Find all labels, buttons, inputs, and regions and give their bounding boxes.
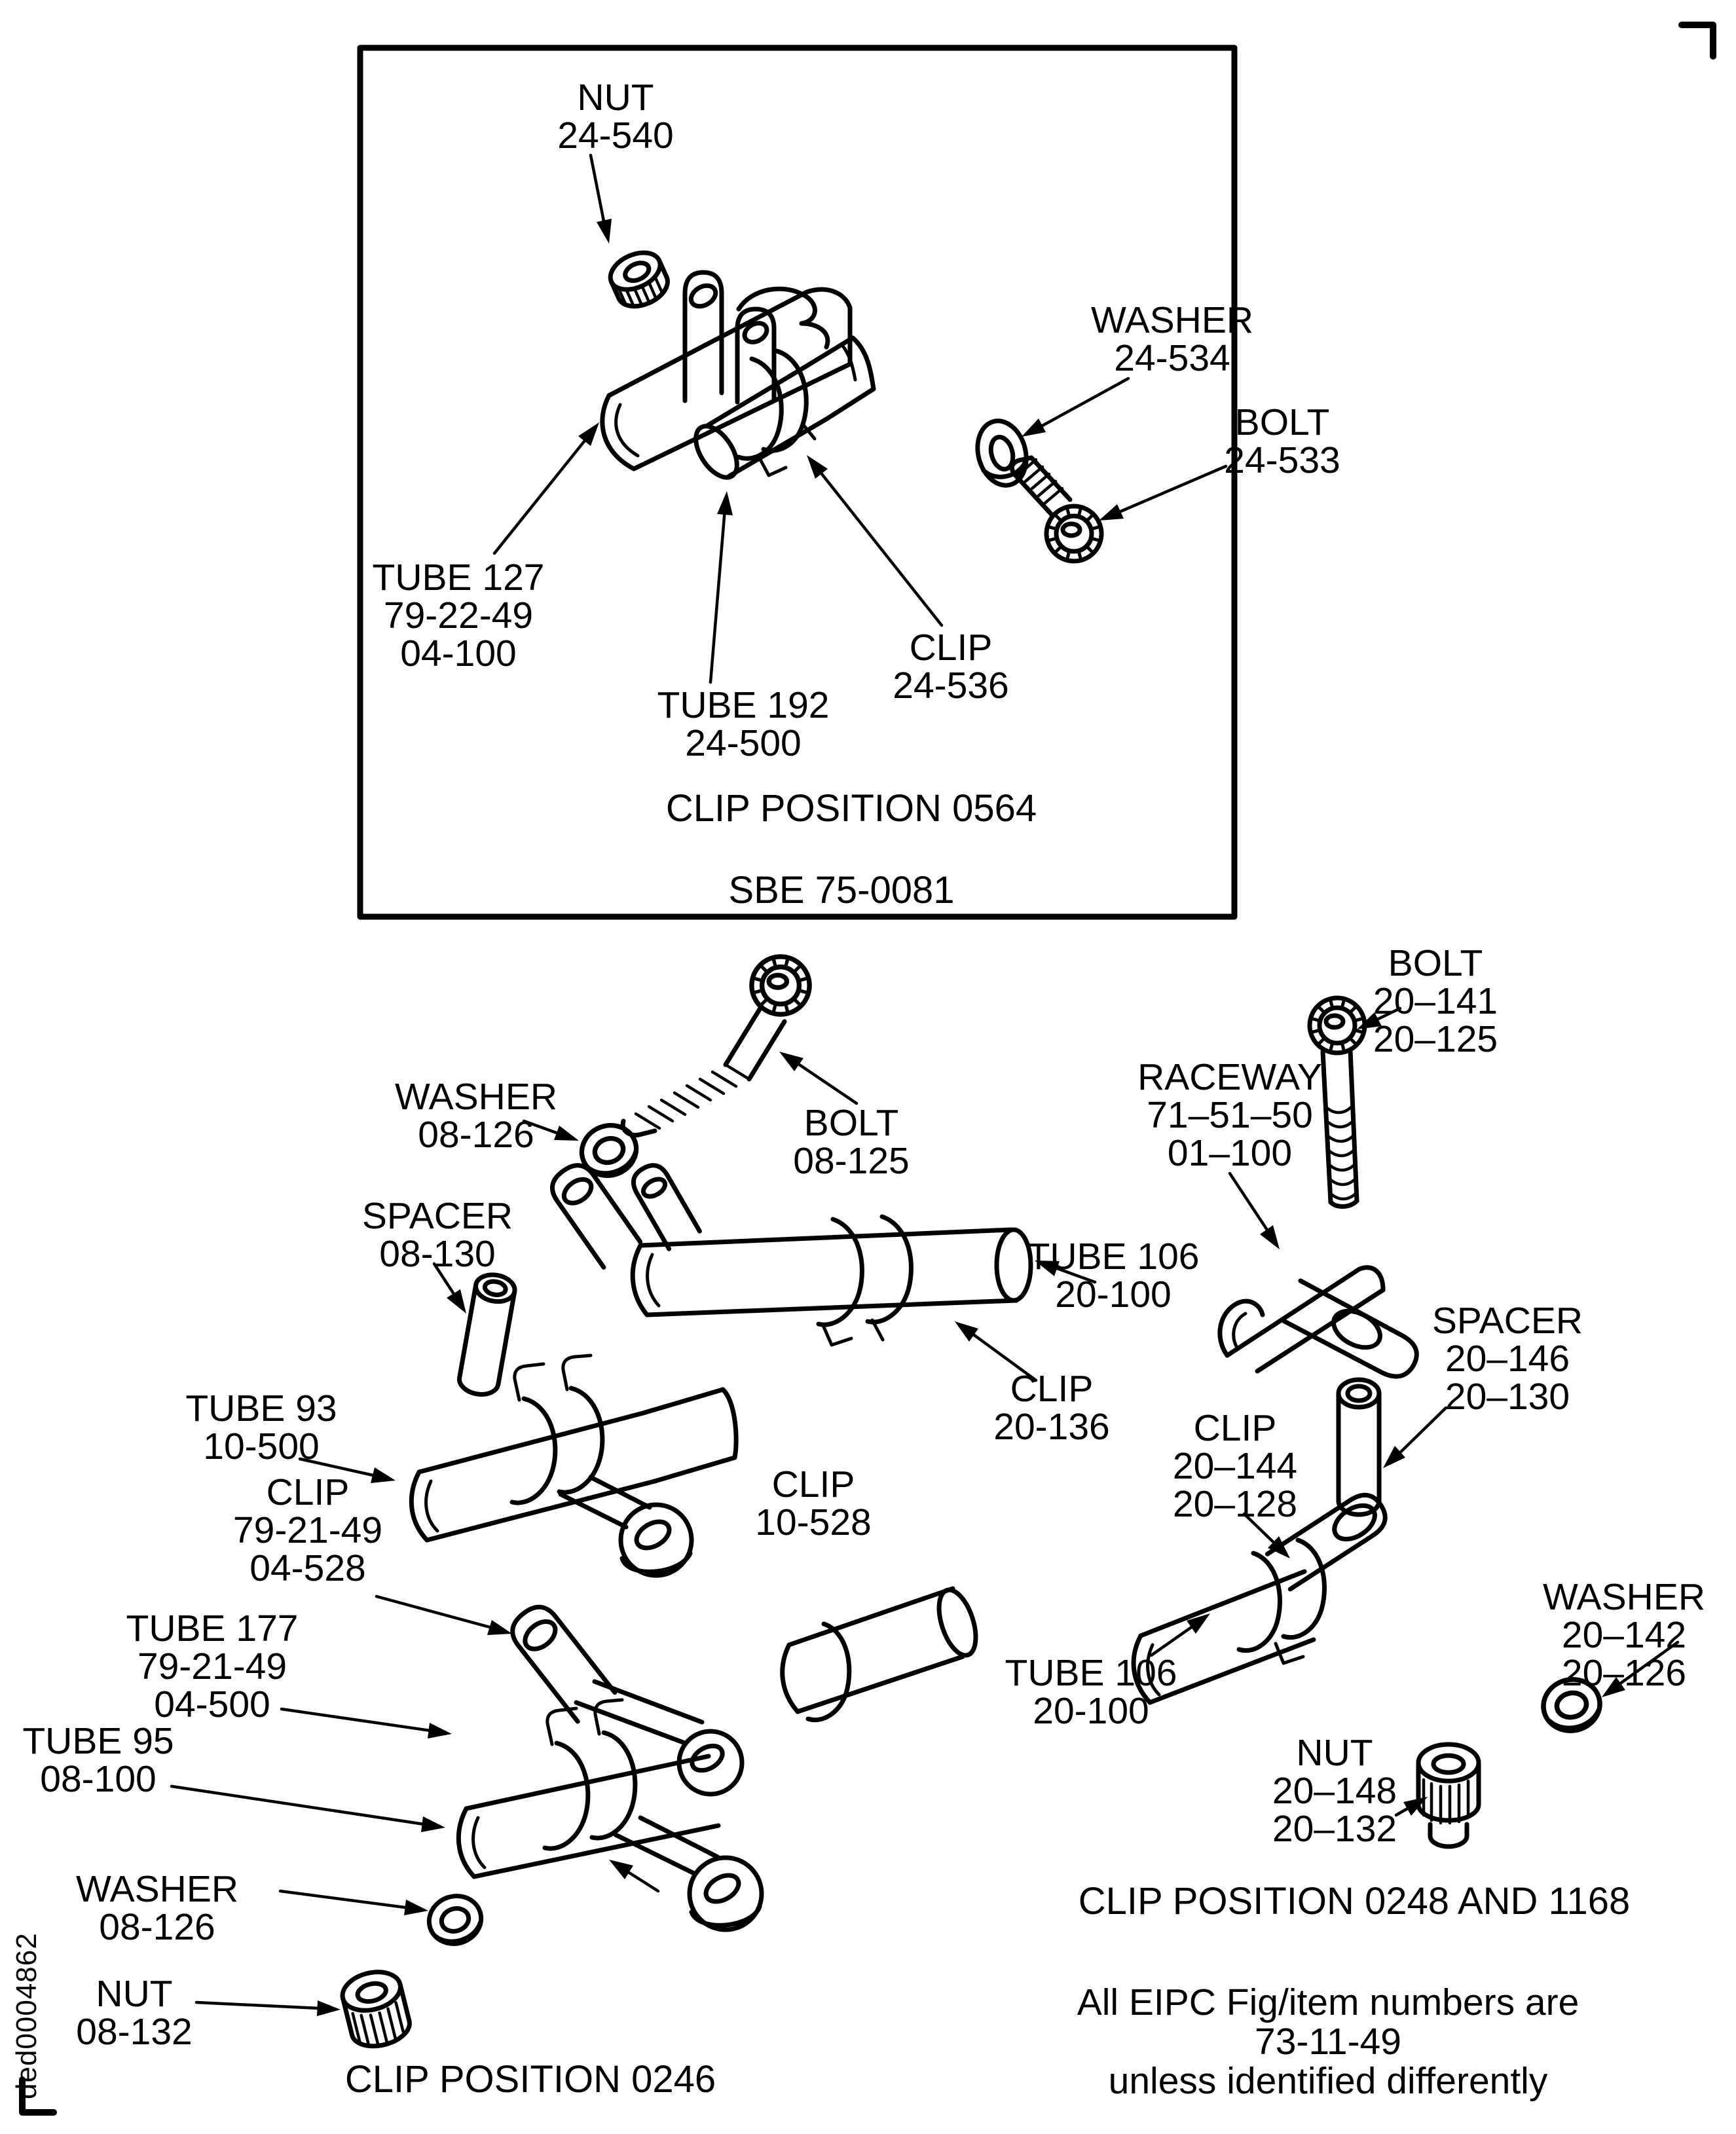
clip-tube-assembly-right (1131, 1492, 1388, 1705)
leader-arrows-left (170, 1054, 1097, 2011)
tube-192-art (693, 335, 876, 480)
arrowheads-left (317, 1052, 1060, 2016)
tube-106-assembly-left (550, 1163, 1033, 1347)
arrowheads-top (578, 219, 1124, 521)
washer-art-left-bot (423, 1889, 487, 1950)
figure-reference: SBE 75-0081 (728, 869, 955, 911)
bolt-art-right (1310, 998, 1365, 1209)
nut-art-left (340, 1970, 412, 2049)
figure-caption: CLIP POSITION 0246 (344, 2058, 716, 2101)
spacer-art-left (457, 1272, 517, 1397)
leader-arrows-top (492, 153, 1228, 684)
inset-box-border (357, 45, 1238, 920)
bolt-art-left (620, 957, 809, 1138)
figure-caption: CLIP POSITION 0564 (665, 787, 1037, 830)
nut-art-top (608, 250, 670, 309)
corner-mark-bottom-left (19, 2076, 57, 2116)
spacer-art-right (1336, 1377, 1382, 1517)
nut-art-right (1416, 1742, 1481, 1849)
clip-ears-art (682, 270, 777, 405)
washer-art-left-top (575, 1118, 644, 1183)
tube-95-assembly (456, 1698, 764, 1932)
tube-127-art (600, 286, 853, 471)
arrowheads-right (1187, 1012, 1625, 1816)
figure-caption: CLIP POSITION 0248 AND 1168 (1078, 1880, 1631, 1922)
bolt-art-top (1009, 455, 1101, 561)
side-code-text: ded0004862 (10, 1932, 43, 2099)
tube-177-assembly (510, 1586, 978, 1797)
tube-93-assembly (409, 1353, 739, 1578)
corner-mark-top-right (1678, 22, 1716, 60)
washer-art-top (975, 418, 1029, 488)
raceway-art (1217, 1265, 1419, 1379)
